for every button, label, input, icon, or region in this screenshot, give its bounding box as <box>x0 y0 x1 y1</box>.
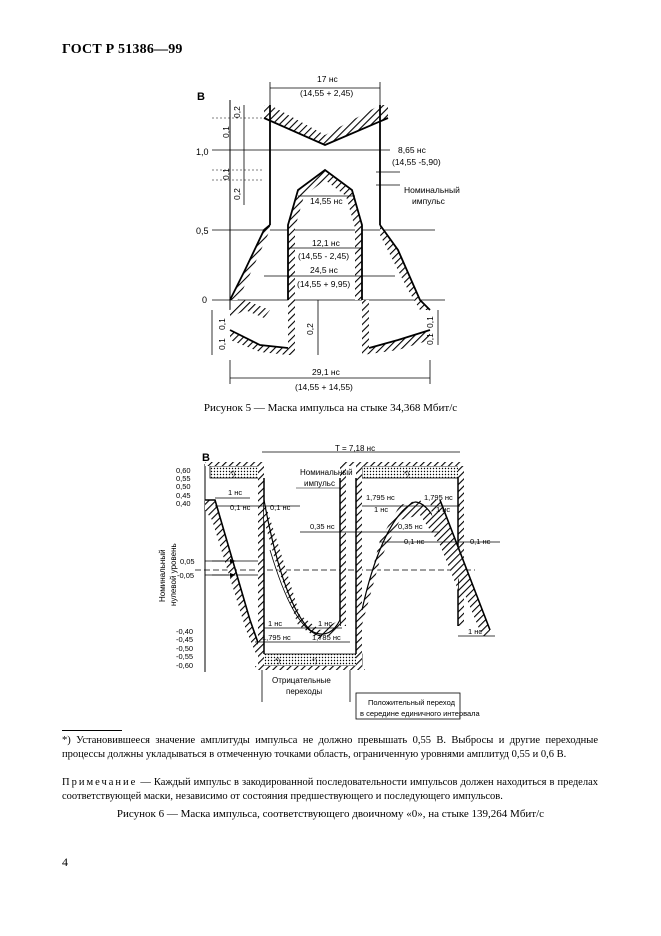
fig5-bottom-dim-sub: (14,55 + 14,55) <box>295 382 353 392</box>
fig6-star-3: *) <box>275 658 280 665</box>
fig6-mark-1ns-b: 1 нс <box>374 505 388 514</box>
fig6-mark-01-c: 0,1 нс <box>404 537 425 546</box>
page-number: 4 <box>62 855 68 869</box>
fig5-tick-0: 0 <box>202 295 207 305</box>
fig6-mark-1ns-e: 1 нс <box>318 619 332 628</box>
fig6-left-hatched-edge <box>205 500 262 654</box>
fig5-left-dim-2: 0,1 <box>221 126 231 138</box>
fig5-upper-mask <box>264 105 388 145</box>
fig6-inner-mask-negative <box>264 500 340 640</box>
document-header: ГОСТ Р 51386—99 <box>62 42 183 57</box>
fig6-yaxis-title-1: Номинальный <box>158 549 167 602</box>
fig6-tick-050: 0,50 <box>176 482 191 491</box>
note: Примечание — Каждый импульс в закодирова… <box>62 776 598 804</box>
fig6-mark-1785-d: 1,785 нс <box>312 633 341 642</box>
fig6-mark-035-a: 0,35 нс <box>310 522 335 531</box>
fig6-mark-01ns-a: 0,1 нс <box>230 503 251 512</box>
fig6-neg-1: Отрицательные <box>272 676 331 685</box>
fig6-axis-label: В <box>202 452 210 464</box>
fig6-tick-045: 0,45 <box>176 491 191 500</box>
fig5-nominal-line1: Номинальный <box>404 185 460 195</box>
fig6-tick-m005: -0,05 <box>177 571 194 580</box>
fig6-tick-m040: -0,40 <box>176 627 193 636</box>
fig5-mid2: 24,5 нс <box>310 265 339 275</box>
fig5-low-dim-4: 0,1 <box>425 316 435 328</box>
fig6-inner-mask-positive <box>362 500 458 625</box>
fig5-bottom-mask-left <box>230 300 295 355</box>
note-text: — Каждый импульс в закодированной послед… <box>62 777 598 802</box>
fig5-left-dim-4: 0,2 <box>232 188 242 200</box>
fig6-mark-1ns-c: 1 нс <box>436 505 450 514</box>
fig5-top-dim-sub: (14,55 + 2,45) <box>300 88 353 98</box>
fig5-tick-05: 0,5 <box>196 226 209 236</box>
footnote-separator <box>62 730 122 731</box>
fig5-left-dim-1: 0,2 <box>232 106 242 118</box>
fig6-neg-2: переходы <box>286 687 322 696</box>
fig5-axis-label: В <box>197 91 205 103</box>
fig5-top-dim: 17 нс <box>317 74 339 84</box>
fig6-tick-m055: -0,55 <box>176 652 193 661</box>
fig5-low-dim-5: 0,1 <box>425 333 435 345</box>
fig6-tick-m060: -0,60 <box>176 661 193 670</box>
fig6-mark-1ns-f: 1 нс <box>468 627 482 636</box>
fig6-pos-2: в середине единичного интервала <box>360 709 481 718</box>
fig5-tick-1: 1,0 <box>196 147 209 157</box>
fig5-low-dim-2: 0,1 <box>217 338 227 350</box>
fig6-mark-1ns-a: 1 нс <box>228 488 242 497</box>
fig6-mark-01ns-b: 0,1 нс <box>270 503 291 512</box>
fig5-low-dim-1: 0,1 <box>217 318 227 330</box>
fig6-period: T = 7,18 нс <box>335 444 375 453</box>
fig6-tick-055: 0,55 <box>176 474 191 483</box>
fig6-yaxis-title-2: нулевой уровень <box>169 543 178 606</box>
fig5-bottom-dim: 29,1 нс <box>312 367 341 377</box>
fig6-tick-040: 0,40 <box>176 499 191 508</box>
fig6-mark-01-d: 0,1 нс <box>470 537 491 546</box>
fig5-left-dim-3: 0,1 <box>221 168 231 180</box>
fig6-mark-1795-b: 1,795 нс <box>424 493 453 502</box>
fig5-mid1-sub: (14,55 - 2,45) <box>298 251 349 261</box>
fig6-pos-1: Положительный переход <box>368 698 456 707</box>
fig5-bottom-mask-right <box>362 300 430 355</box>
fig5-low-dim-3: 0,2 <box>305 323 315 335</box>
fig5-inner-dim: 14,55 нс <box>310 196 343 206</box>
figure-6-caption: Рисунок 6 — Маска импульса, соответствую… <box>116 808 545 820</box>
fig6-tick-060: 0,60 <box>176 466 191 475</box>
fig6-nominal-2: импульс <box>304 479 335 488</box>
fig6-tick-m050: -0,50 <box>176 644 193 653</box>
fig6-mark-035-b: 0,35 нс <box>398 522 423 531</box>
fig5-right-dim-sub: (14,55 -5,90) <box>392 157 441 167</box>
fig6-star-1: *) <box>230 471 235 478</box>
fig6-nominal-1: Номинальный <box>300 468 353 477</box>
figure-5-caption: Рисунок 5 — Маска импульса на стыке 34,3… <box>203 402 458 414</box>
fig5-right-dim: 8,65 нс <box>398 145 427 155</box>
footnote: *) Установившееся значение амплитуды имп… <box>62 735 598 760</box>
fig5-mid1: 12,1 нс <box>312 238 341 248</box>
fig6-tick-005: 0,05 <box>180 557 195 566</box>
fig6-mark-1795-c: 1,795 нс <box>262 633 291 642</box>
fig6-star-2: *) <box>404 471 409 478</box>
note-label: Примечание <box>62 777 138 788</box>
figure-5-pulse-mask: В 1,0 0,5 0 17 нс (14,55 + 2,45) 8,65 нс… <box>196 74 460 392</box>
fig5-mid2-sub: (14,55 + 9,95) <box>297 279 350 289</box>
fig5-nominal-line2: импульс <box>412 196 446 206</box>
fig6-star-4: *) <box>312 658 317 665</box>
fig6-tick-m045: -0,45 <box>176 635 193 644</box>
fig6-mark-1ns-d: 1 нс <box>268 619 282 628</box>
figure-6-pulse-mask: В 0,60 0,55 0,50 0,45 0,40 0,05 -0,05 -0… <box>158 444 500 720</box>
fig6-right-hatched-edge <box>430 500 490 636</box>
fig6-mark-1795-a: 1,795 нс <box>366 493 395 502</box>
